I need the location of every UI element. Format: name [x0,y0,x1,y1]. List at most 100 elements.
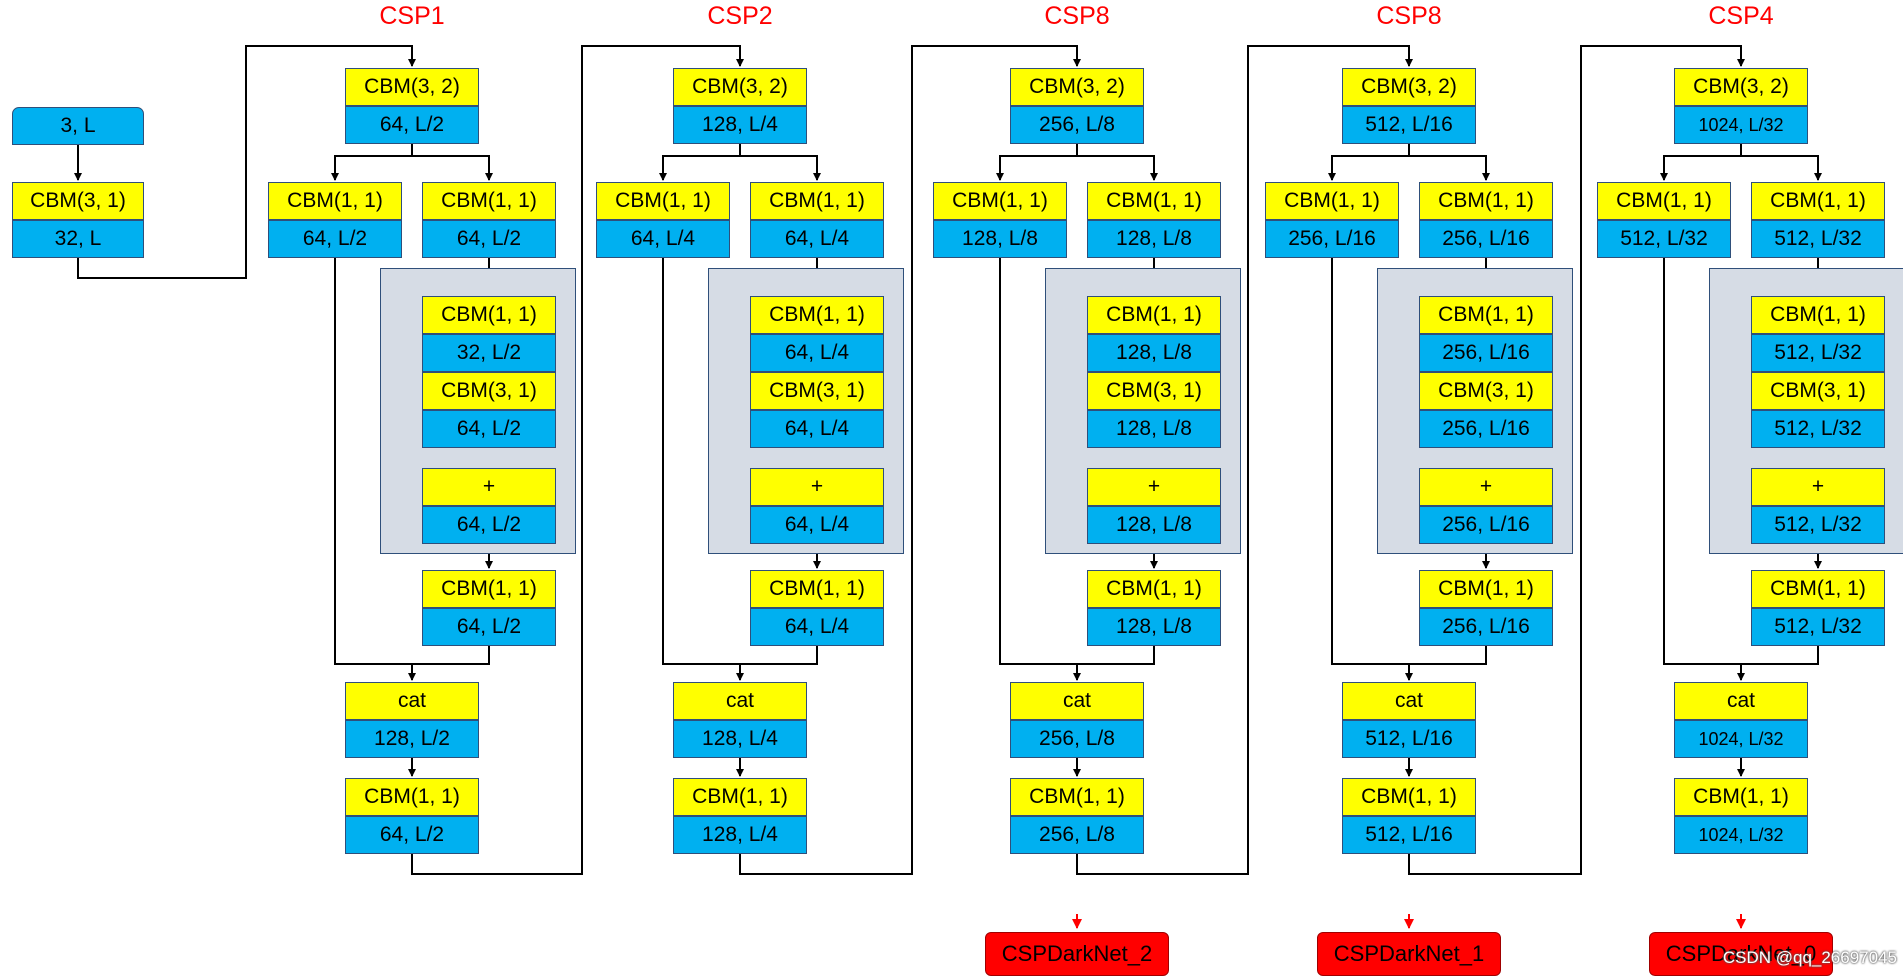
right-to-cat [1737,646,1819,681]
stage-title: CSP2 [707,2,773,30]
residual-add: + [1087,468,1221,506]
residual-conv-2: CBM(3, 1) [1751,372,1885,410]
left-branch-out: 64, L/2 [268,220,402,258]
downsample-out: 64, L/2 [345,106,479,144]
split-left [331,144,413,181]
post-conv: CBM(1, 1) [1751,570,1885,608]
concat: cat [1010,682,1144,720]
post-conv: CBM(1, 1) [422,570,556,608]
residual-add: + [422,468,556,506]
right-to-cat [1405,646,1487,681]
right-branch-out: 128, L/8 [1087,220,1221,258]
left-to-cat [1331,258,1409,665]
stage-title: CSP4 [1708,2,1774,30]
left-to-cat [662,258,740,665]
post-conv-out: 512, L/32 [1751,608,1885,646]
right-branch-out: 512, L/32 [1751,220,1885,258]
residual-conv-2-out: 512, L/32 [1751,410,1885,448]
right-branch-out: 64, L/4 [750,220,884,258]
residual-add-out: 64, L/4 [750,506,884,544]
final-conv-out: 512, L/16 [1342,816,1476,854]
right-branch-conv: CBM(1, 1) [1751,182,1885,220]
left-branch-out: 256, L/16 [1265,220,1399,258]
input-to-csp1 [77,45,416,279]
residual-add: + [1419,468,1553,506]
stage-link [411,45,744,875]
right-branch-out: 64, L/2 [422,220,556,258]
split-right [412,155,493,181]
left-branch-conv: CBM(1, 1) [1597,182,1731,220]
left-branch-conv: CBM(1, 1) [596,182,730,220]
concat-out: 1024, L/32 [1674,720,1808,758]
concat: cat [345,682,479,720]
post-conv: CBM(1, 1) [750,570,884,608]
downsample-conv: CBM(3, 2) [673,68,807,106]
residual-add-out: 512, L/32 [1751,506,1885,544]
residual-add-out: 64, L/2 [422,506,556,544]
stage-output: CSPDarkNet_2 [985,932,1169,976]
split-right [1741,155,1822,181]
residual-conv-1: CBM(1, 1) [750,296,884,334]
residual-conv-2-out: 64, L/2 [422,410,556,448]
right-branch-conv: CBM(1, 1) [750,182,884,220]
concat: cat [1674,682,1808,720]
right-branch-conv: CBM(1, 1) [1419,182,1553,220]
stage-output: CSPDarkNet_1 [1317,932,1501,976]
residual-conv-1-out: 256, L/16 [1419,334,1553,372]
concat-out: 128, L/4 [673,720,807,758]
post-conv-out: 64, L/2 [422,608,556,646]
left-branch-out: 128, L/8 [933,220,1067,258]
stage-link [1408,45,1745,875]
residual-conv-2-out: 64, L/4 [750,410,884,448]
left-branch-out: 512, L/32 [1597,220,1731,258]
residual-conv-2: CBM(3, 1) [750,372,884,410]
input-conv-out: 32, L [12,220,144,258]
left-branch-conv: CBM(1, 1) [1265,182,1399,220]
right-to-cat [408,646,490,681]
residual-conv-1-out: 64, L/4 [750,334,884,372]
input-conv: CBM(3, 1) [12,182,144,220]
watermark: CSDN @qq_26697045 [1722,948,1897,967]
residual-conv-1-out: 512, L/32 [1751,334,1885,372]
final-conv: CBM(1, 1) [673,778,807,816]
post-conv: CBM(1, 1) [1087,570,1221,608]
split-left [659,144,741,181]
downsample-out: 512, L/16 [1342,106,1476,144]
stage-link [739,45,1081,875]
left-to-cat [999,258,1077,665]
split-right [1077,155,1158,181]
right-to-cat [736,646,818,681]
right-to-cat [1073,646,1155,681]
post-conv-out: 256, L/16 [1419,608,1553,646]
residual-add: + [1751,468,1885,506]
concat: cat [1342,682,1476,720]
residual-conv-1: CBM(1, 1) [1751,296,1885,334]
residual-add-out: 256, L/16 [1419,506,1553,544]
residual-conv-1: CBM(1, 1) [1419,296,1553,334]
residual-conv-2: CBM(3, 1) [1419,372,1553,410]
stage-title: CSP8 [1044,2,1110,30]
split-left [1328,144,1410,181]
residual-add: + [750,468,884,506]
post-conv-out: 64, L/4 [750,608,884,646]
residual-conv-2-out: 128, L/8 [1087,410,1221,448]
residual-conv-2-out: 256, L/16 [1419,410,1553,448]
right-branch-conv: CBM(1, 1) [422,182,556,220]
concat-out: 512, L/16 [1342,720,1476,758]
concat-out: 256, L/8 [1010,720,1144,758]
split-left [996,144,1078,181]
downsample-out: 256, L/8 [1010,106,1144,144]
final-conv: CBM(1, 1) [1010,778,1144,816]
residual-add-out: 128, L/8 [1087,506,1221,544]
final-conv-out: 64, L/2 [345,816,479,854]
post-conv-out: 128, L/8 [1087,608,1221,646]
split-right [740,155,821,181]
final-conv-out: 256, L/8 [1010,816,1144,854]
split-right [1409,155,1490,181]
left-branch-conv: CBM(1, 1) [268,182,402,220]
final-conv-out: 128, L/4 [673,816,807,854]
split-left [1660,144,1742,181]
downsample-conv: CBM(3, 2) [1010,68,1144,106]
